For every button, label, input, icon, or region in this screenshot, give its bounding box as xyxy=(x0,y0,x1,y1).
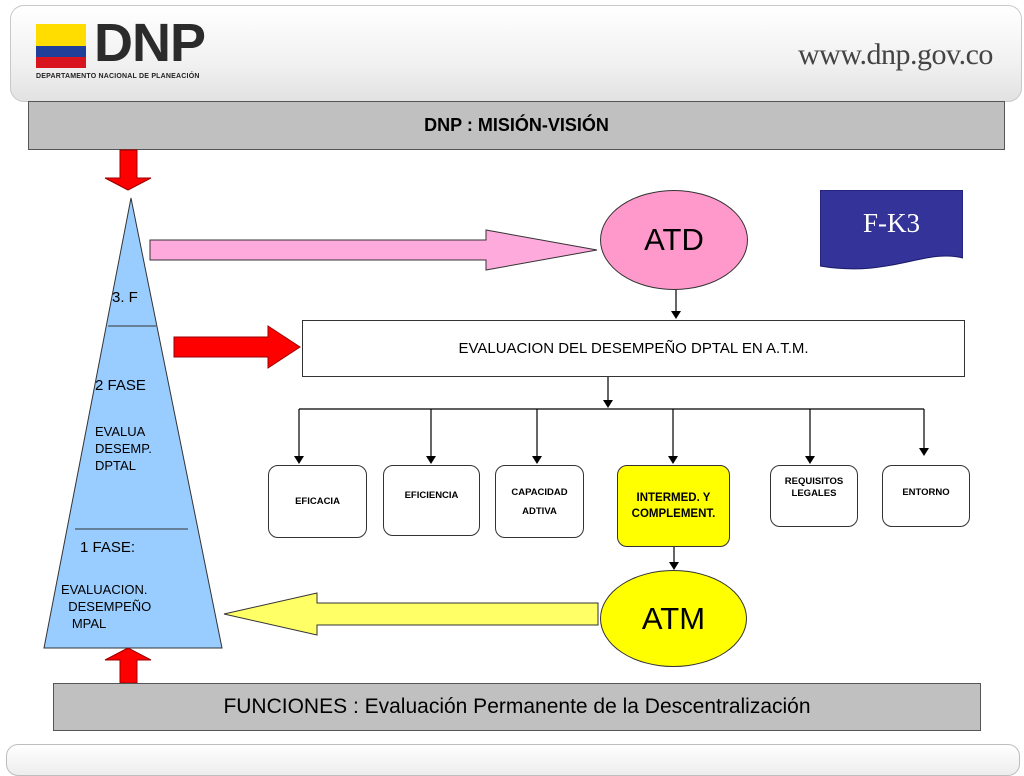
category-label: ENTORNO xyxy=(902,487,950,498)
functions-label: FUNCIONES : Evaluación Permanente de la … xyxy=(223,695,811,718)
category-label: CAPACIDAD ADTIVA xyxy=(511,486,568,517)
category-label: EFICACIA xyxy=(295,495,340,507)
mission-vision-bar: DNP : MISIÓN-VISIÓN xyxy=(28,101,1005,150)
website-url[interactable]: www.dnp.gov.co xyxy=(798,38,993,71)
fk3-label: F-K3 xyxy=(862,208,920,238)
atd-label: ATD xyxy=(644,222,704,257)
atd-node: ATD xyxy=(600,190,748,290)
category-label: REQUISITOS LEGALES xyxy=(784,476,844,500)
functions-bar: FUNCIONES : Evaluación Permanente de la … xyxy=(53,683,981,731)
red-arrow-to-evaluation xyxy=(173,325,301,369)
arrowhead xyxy=(671,311,681,319)
footer-frame xyxy=(6,744,1020,776)
red-down-arrow xyxy=(104,149,152,191)
atm-label: ATM xyxy=(641,600,706,636)
phase-2-label: 2 FASE xyxy=(95,377,146,394)
atm-node: ATM xyxy=(600,570,747,667)
colombia-flag-logo-icon xyxy=(36,24,86,68)
category-intermed-complement: INTERMED. Y COMPLEMENT. xyxy=(617,465,730,547)
phase-3-label: 3. F xyxy=(112,289,138,306)
phases-pyramid xyxy=(43,197,223,649)
category-eficiencia: EFICIENCIA xyxy=(383,465,480,536)
logo-subtitle: DEPARTAMENTO NACIONAL DE PLANEACIÓN xyxy=(36,73,200,80)
evaluation-label: EVALUACION DEL DESEMPEÑO DPTAL EN A.T.M. xyxy=(458,340,809,357)
pink-arrow-to-atd xyxy=(149,229,598,271)
category-eficacia: EFICACIA xyxy=(268,465,367,538)
mission-vision-label: DNP : MISIÓN-VISIÓN xyxy=(424,115,609,135)
category-capacidad-adtiva: CAPACIDAD ADTIVA xyxy=(495,465,584,538)
category-label: INTERMED. Y COMPLEMENT. xyxy=(631,491,716,520)
category-label: EFICIENCIA xyxy=(404,490,459,501)
header-banner xyxy=(10,5,1022,102)
fk3-document-icon xyxy=(820,190,963,270)
phase-1-label: 1 FASE: xyxy=(80,539,136,556)
evaluation-box: EVALUACION DEL DESEMPEÑO DPTAL EN A.T.M. xyxy=(302,320,965,377)
red-up-arrow xyxy=(104,647,152,684)
category-requisitos-legales: REQUISITOS LEGALES xyxy=(770,465,858,527)
logo-text: DNP xyxy=(94,13,206,73)
phase-1-description: EVALUACION. DESEMPEÑO MPAL xyxy=(61,582,152,631)
arrowhead xyxy=(603,400,613,408)
yellow-arrow-from-atm xyxy=(223,592,599,636)
phase-2-description: EVALUA DESEMP. DPTAL xyxy=(95,424,152,473)
category-entorno: ENTORNO xyxy=(882,465,970,527)
